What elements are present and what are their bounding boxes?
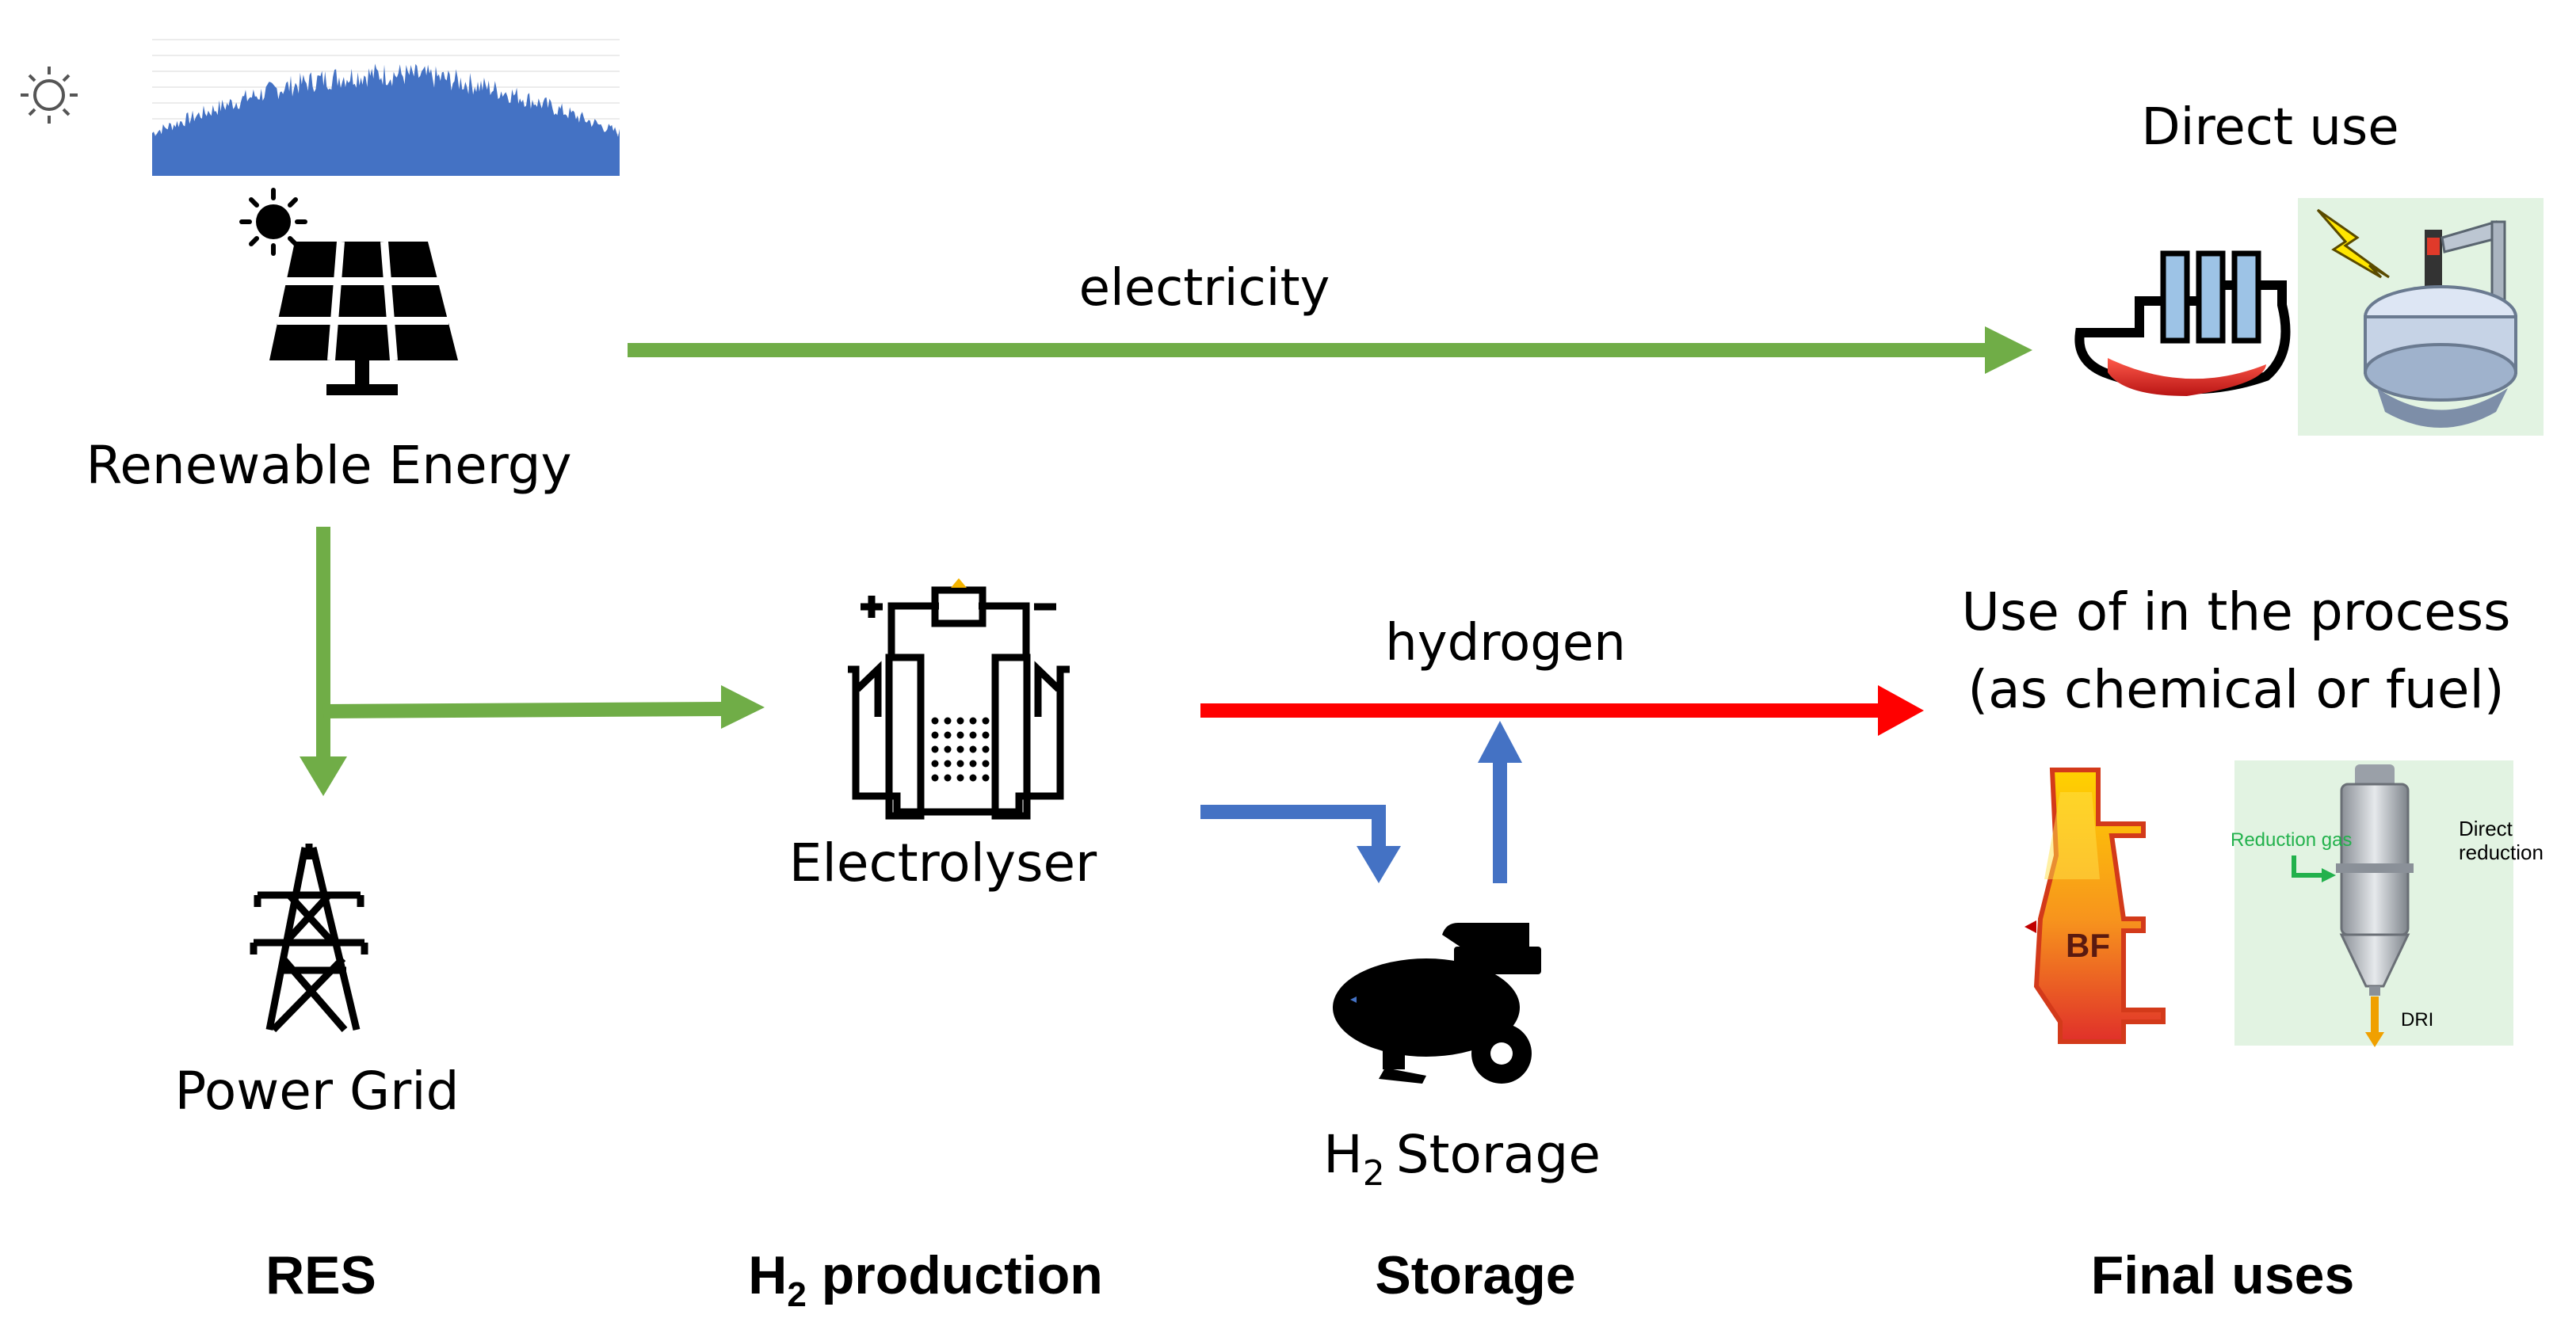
column-storage: Storage bbox=[1375, 1245, 1575, 1305]
bf-label: BF bbox=[2066, 927, 2110, 964]
electric-arc-furnace-icon bbox=[2074, 250, 2291, 396]
process-use-label-line1: Use of in the process bbox=[1962, 581, 2511, 642]
reduction-gas-label: Reduction gas bbox=[2231, 829, 2352, 851]
electricity-label: electricity bbox=[1079, 259, 1330, 318]
electrolyser-label: Electrolyser bbox=[789, 833, 1097, 894]
direct-reduction-label-2: reduction bbox=[2459, 840, 2544, 864]
power-pylon-icon bbox=[250, 844, 368, 1033]
electrolyser-to-storage-arrow bbox=[1200, 805, 1401, 883]
direct-reduction-label-1: Direct bbox=[2459, 817, 2513, 840]
process-use-label-line2: (as chemical or fuel) bbox=[1967, 659, 2504, 720]
solar-profile-area bbox=[152, 63, 620, 177]
renewable-to-grid-arrow bbox=[300, 527, 347, 796]
sun-outline-icon bbox=[21, 67, 78, 124]
power-grid-label: Power Grid bbox=[174, 1061, 459, 1122]
blast-furnace-icon: BF bbox=[2025, 768, 2166, 1044]
column-res: RES bbox=[265, 1245, 376, 1305]
column-h2-production: H2 production bbox=[748, 1245, 1103, 1314]
arc-furnace-photo bbox=[2298, 198, 2544, 436]
electricity-arrow bbox=[628, 326, 2032, 374]
storage-to-hydrogen-arrow bbox=[1478, 721, 1522, 883]
column-final-uses: Final uses bbox=[2091, 1245, 2355, 1305]
renewable-energy-label: Renewable Energy bbox=[86, 435, 571, 496]
svg-text:H2 production: H2 production bbox=[748, 1245, 1103, 1314]
electrolyser-icon bbox=[848, 578, 1070, 820]
hydrogen-arrow bbox=[1200, 685, 1924, 736]
direct-use-label: Direct use bbox=[2141, 98, 2399, 157]
direct-reduction-illustration: Reduction gas Direct reduction DRI bbox=[2231, 760, 2544, 1047]
dri-label: DRI bbox=[2401, 1009, 2433, 1031]
hydrogen-label: hydrogen bbox=[1385, 614, 1626, 673]
gas-storage-tank-icon bbox=[1333, 923, 1541, 1084]
solar-panel-icon bbox=[239, 188, 458, 395]
renewable-to-electrolyser-arrow bbox=[322, 685, 765, 729]
solar-profile-chart bbox=[152, 32, 620, 178]
